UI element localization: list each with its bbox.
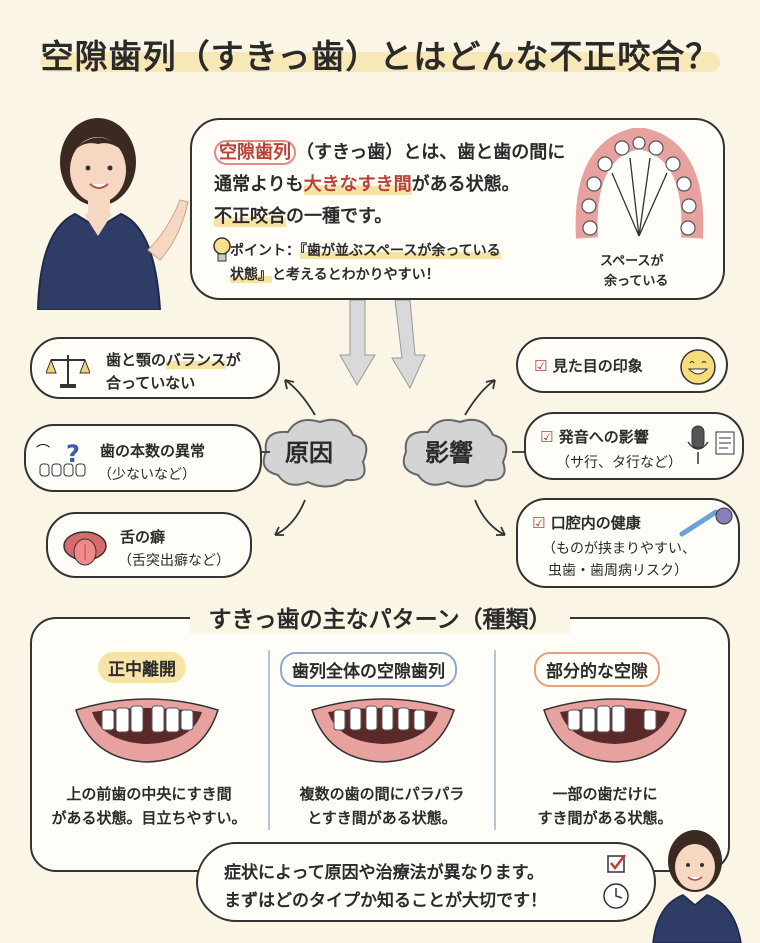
page-title: 空隙歯列（すきっ歯）とはどんな不正咬合？ [40, 37, 720, 76]
pattern-tag-midline: 正中離開 [98, 652, 186, 683]
mouth-generalized-gaps [311, 698, 455, 763]
checkbox-icon: ☑ [532, 514, 546, 532]
effect-item-appearance: ☑ 見た目の印象 [516, 337, 728, 393]
effect-item-oral-health: ☑ 口腔内の健康 （ものが挟まりやすい、 虫歯・歯周病リスク） [516, 498, 740, 588]
divider [268, 650, 270, 830]
cause-item-tongue-habit: 舌の癖 （舌突出癖など） [46, 512, 252, 578]
lightbulb-icon [213, 237, 231, 262]
pattern-tag-partial: 部分的な空隙 [534, 652, 660, 687]
cause-item-tooth-count: ⌒ ? 歯の本数の異常 （少ないなど） [24, 424, 262, 492]
effect-item-pronunciation: ☑ 発音への影響 （サ行、タ行など） [524, 412, 744, 480]
mouth-midline-gap [75, 698, 219, 763]
toothbrush-icon [679, 507, 733, 537]
cause-label: 原因 [285, 439, 333, 467]
checkbox-icon: ☑ [534, 357, 548, 375]
scale-icon [46, 355, 90, 388]
pattern-desc-generalized: 複数の歯の間にパラパラとすき間がある状態。 [299, 785, 465, 827]
tooth-question-icon: ⌒ ? [36, 440, 86, 477]
svg-text:?: ? [66, 440, 80, 468]
effect-cloud [402, 418, 508, 488]
nurse-illustration [36, 118, 189, 310]
closing-speech-bubble: 症状によって原因や治療法が異なります。 まずはどのタイプか知ることが大切です！ [196, 842, 656, 922]
pattern-desc-partial: 一部の歯だけにすき間がある状態。 [537, 785, 673, 827]
checkbox-clock-icons [603, 854, 629, 909]
down-arrows [339, 300, 426, 390]
intro-speech-bubble: 空隙歯列（すきっ歯）とは、歯と歯の間に 通常よりも大きなすき間がある状態。 不正… [190, 118, 725, 300]
smile-face-icon [680, 349, 716, 385]
dental-arch-diagram [575, 128, 704, 239]
term-highlight: 空隙歯列 [214, 140, 296, 165]
effect-label: 影響 [425, 439, 473, 467]
nurse-illustration-bottom [652, 830, 742, 943]
cause-cloud [262, 418, 368, 488]
patterns-title: すきっ歯の主なパターン（種類） [190, 600, 570, 634]
pattern-desc-midline: 上の前歯の中央にすき間がある状態。目立ちやすい。 [51, 785, 247, 827]
mouth-partial-gap [543, 698, 687, 763]
checkbox-icon: ☑ [540, 428, 554, 446]
cause-item-balance: 歯と顎のバランスが 合っていない [30, 337, 280, 399]
title-highlight [40, 52, 720, 72]
pattern-tag-generalized: 歯列全体の空隙歯列 [280, 652, 457, 687]
connector-arrows [244, 379, 536, 536]
tongue-icon [63, 531, 107, 566]
microphone-icon [687, 425, 735, 464]
divider [494, 650, 496, 830]
svg-text:⌒: ⌒ [36, 444, 50, 460]
